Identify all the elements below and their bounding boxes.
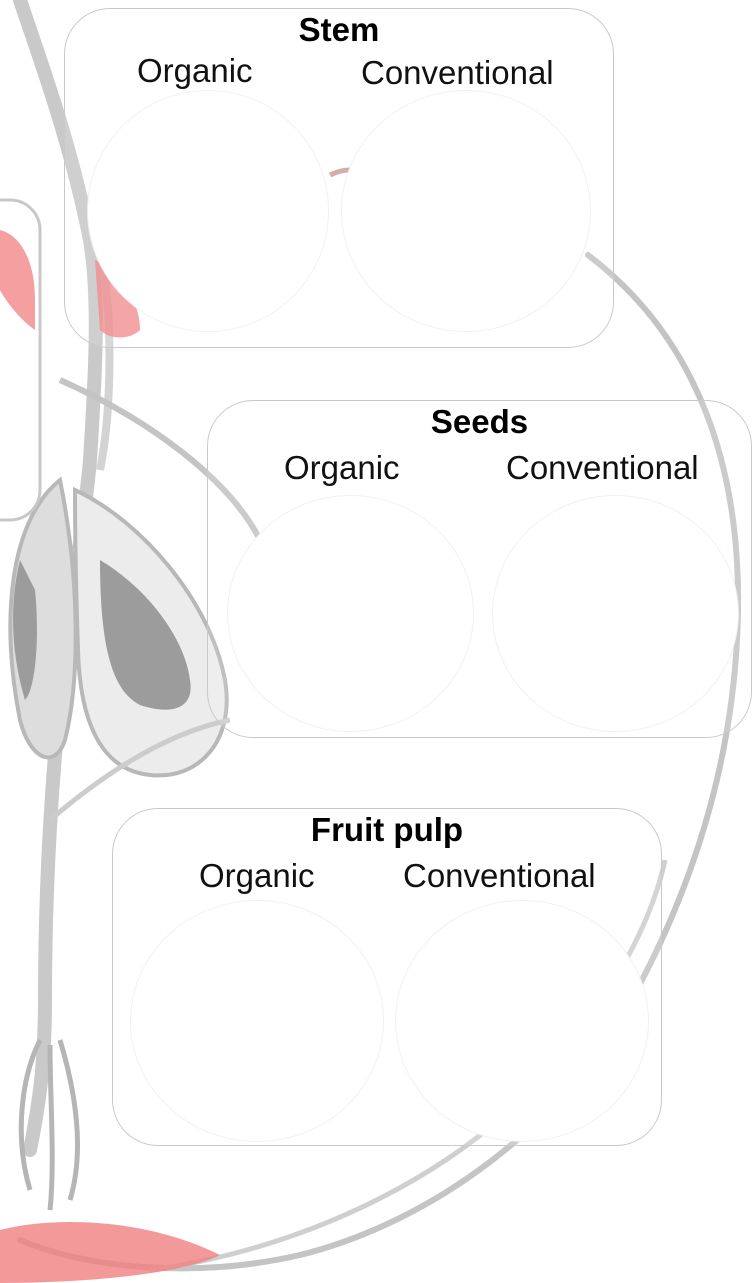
conventional-circle [396, 901, 648, 1141]
panel-fruit-pulp: Fruit pulp Organic Conventional [112, 808, 662, 1146]
panel-stem: Stem Organic Conventional [64, 8, 614, 348]
organic-circle [88, 91, 328, 331]
conventional-label: Conventional [403, 859, 596, 892]
panel-seeds: Seeds Organic Conventional [207, 400, 752, 738]
conventional-label: Conventional [506, 451, 699, 484]
organic-label: Organic [284, 451, 400, 484]
organic-label: Organic [137, 54, 253, 87]
panel-title: Fruit pulp [113, 813, 661, 846]
organic-circle [131, 901, 383, 1141]
red-accent-bottom [0, 1222, 220, 1283]
conventional-circle [493, 496, 738, 731]
panel-title: Stem [65, 13, 613, 46]
conventional-label: Conventional [361, 56, 554, 89]
organic-label: Organic [199, 859, 315, 892]
panel-title: Seeds [208, 405, 751, 438]
red-accent-top [0, 230, 35, 330]
conventional-circle [342, 91, 590, 331]
organic-circle [228, 496, 473, 731]
